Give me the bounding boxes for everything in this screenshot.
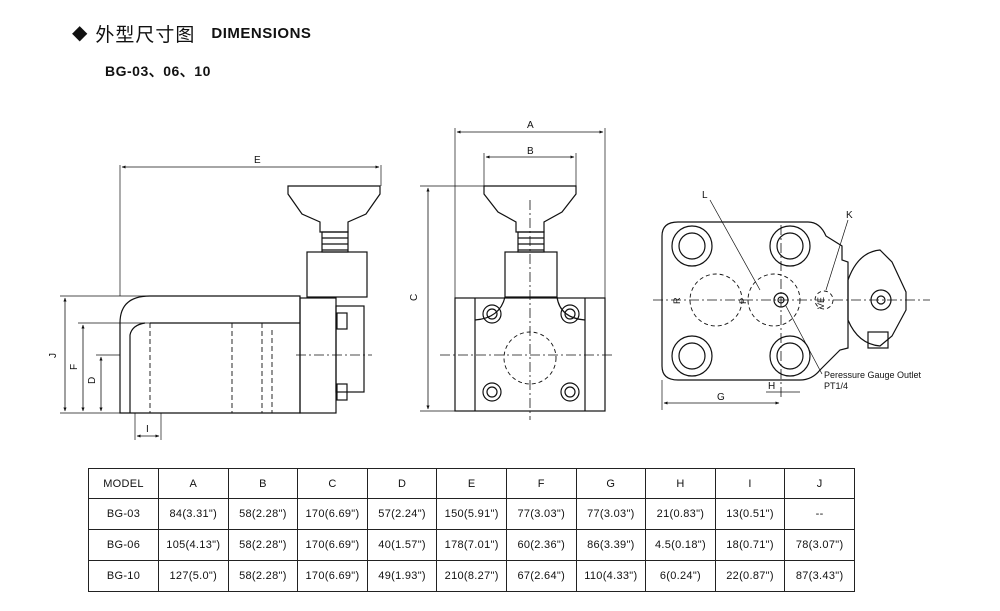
table-cell: 58(2.28") bbox=[227, 529, 299, 561]
diamond-bullet-icon: ◆ bbox=[72, 22, 88, 44]
table-cell: -- bbox=[784, 498, 855, 530]
header-cell: J bbox=[784, 468, 855, 499]
port-label-r: R bbox=[672, 297, 682, 304]
table-cell: BG-03 bbox=[88, 498, 159, 530]
table-cell: 13(0.51") bbox=[714, 498, 786, 530]
table-cell: 67(2.64") bbox=[505, 560, 577, 592]
model-subtitle: BG-03、06、10 bbox=[105, 63, 211, 79]
header-cell: B bbox=[227, 468, 299, 499]
dim-label-c: C bbox=[409, 294, 420, 301]
table-cell: 49(1.93") bbox=[366, 560, 438, 592]
table-row: BG-10 127(5.0") 58(2.28") 170(6.69") 49(… bbox=[88, 560, 855, 592]
dim-label-k: K bbox=[846, 210, 853, 221]
table-cell: 170(6.69") bbox=[297, 560, 368, 592]
table-cell: 150(5.91") bbox=[436, 498, 507, 530]
title-chinese: 外型尺寸图 bbox=[95, 23, 196, 46]
header-cell: H bbox=[645, 468, 716, 499]
header-cell: D bbox=[366, 468, 438, 499]
table-cell: 87(3.43") bbox=[784, 560, 855, 592]
front-view bbox=[420, 128, 615, 420]
table-row: BG-06 105(4.13") 58(2.28") 170(6.69") 40… bbox=[88, 529, 855, 561]
port-label-ve: VE bbox=[816, 297, 826, 309]
header-cell: I bbox=[714, 468, 786, 499]
table-cell: 4.5(0.18") bbox=[645, 529, 716, 561]
header-cell: E bbox=[436, 468, 507, 499]
table-cell: 77(3.03") bbox=[505, 498, 577, 530]
dim-label-d: D bbox=[87, 377, 98, 384]
table-cell: 105(4.13") bbox=[158, 529, 229, 561]
table-cell: 86(3.39") bbox=[575, 529, 647, 561]
table-cell: 57(2.24") bbox=[366, 498, 438, 530]
table-cell: 170(6.69") bbox=[297, 529, 368, 561]
table-cell: BG-10 bbox=[88, 560, 159, 592]
table-cell: 210(8.27") bbox=[436, 560, 507, 592]
title-row: ◆ 外型尺寸图 DIMENSIONS bbox=[72, 20, 311, 46]
dim-label-b: B bbox=[527, 146, 534, 157]
table-cell: BG-06 bbox=[88, 529, 159, 561]
table-cell: 77(3.03") bbox=[575, 498, 647, 530]
dim-label-i: I bbox=[146, 424, 149, 435]
dim-label-l: L bbox=[702, 190, 708, 201]
dim-label-a: A bbox=[527, 120, 534, 131]
table-cell: 127(5.0") bbox=[158, 560, 229, 592]
header-cell: F bbox=[505, 468, 577, 499]
table-cell: 58(2.28") bbox=[227, 560, 299, 592]
table-cell: 84(3.31") bbox=[158, 498, 229, 530]
table-cell: 178(7.01") bbox=[436, 529, 507, 561]
port-label-p: P bbox=[738, 298, 748, 304]
table-cell: 18(0.71") bbox=[714, 529, 786, 561]
dimension-table: MODEL A B C D E F G H I J BG-03 84(3.31"… bbox=[88, 468, 855, 592]
dim-label-j: J bbox=[48, 353, 59, 358]
dim-label-e: E bbox=[254, 155, 261, 166]
table-cell: 40(1.57") bbox=[366, 529, 438, 561]
header-cell: MODEL bbox=[88, 468, 159, 499]
table-cell: 6(0.24") bbox=[645, 560, 716, 592]
table-cell: 58(2.28") bbox=[227, 498, 299, 530]
table-row: BG-03 84(3.31") 58(2.28") 170(6.69") 57(… bbox=[88, 498, 855, 530]
table-cell: 170(6.69") bbox=[297, 498, 368, 530]
side-view bbox=[60, 165, 382, 440]
header-cell: G bbox=[575, 468, 647, 499]
header-cell: C bbox=[297, 468, 368, 499]
dim-label-h: H bbox=[768, 381, 775, 392]
table-cell: 22(0.87") bbox=[714, 560, 786, 592]
header-cell: A bbox=[158, 468, 229, 499]
table-cell: 78(3.07") bbox=[784, 529, 855, 561]
dim-label-g: G bbox=[717, 392, 725, 403]
table-cell: 110(4.33") bbox=[575, 560, 647, 592]
table-cell: 60(2.36") bbox=[505, 529, 577, 561]
table-header-row: MODEL A B C D E F G H I J bbox=[88, 468, 855, 499]
gauge-thread-label: PT1/4 bbox=[824, 381, 848, 391]
top-view bbox=[653, 199, 930, 410]
gauge-outlet-label: Peressure Gauge Outlet bbox=[824, 370, 922, 380]
dim-label-f: F bbox=[69, 364, 80, 370]
table-cell: 21(0.83") bbox=[645, 498, 716, 530]
dimension-drawing: E A B C J F D I G H L K R P VE Peressure… bbox=[48, 120, 930, 440]
title-english: DIMENSIONS bbox=[211, 24, 312, 42]
